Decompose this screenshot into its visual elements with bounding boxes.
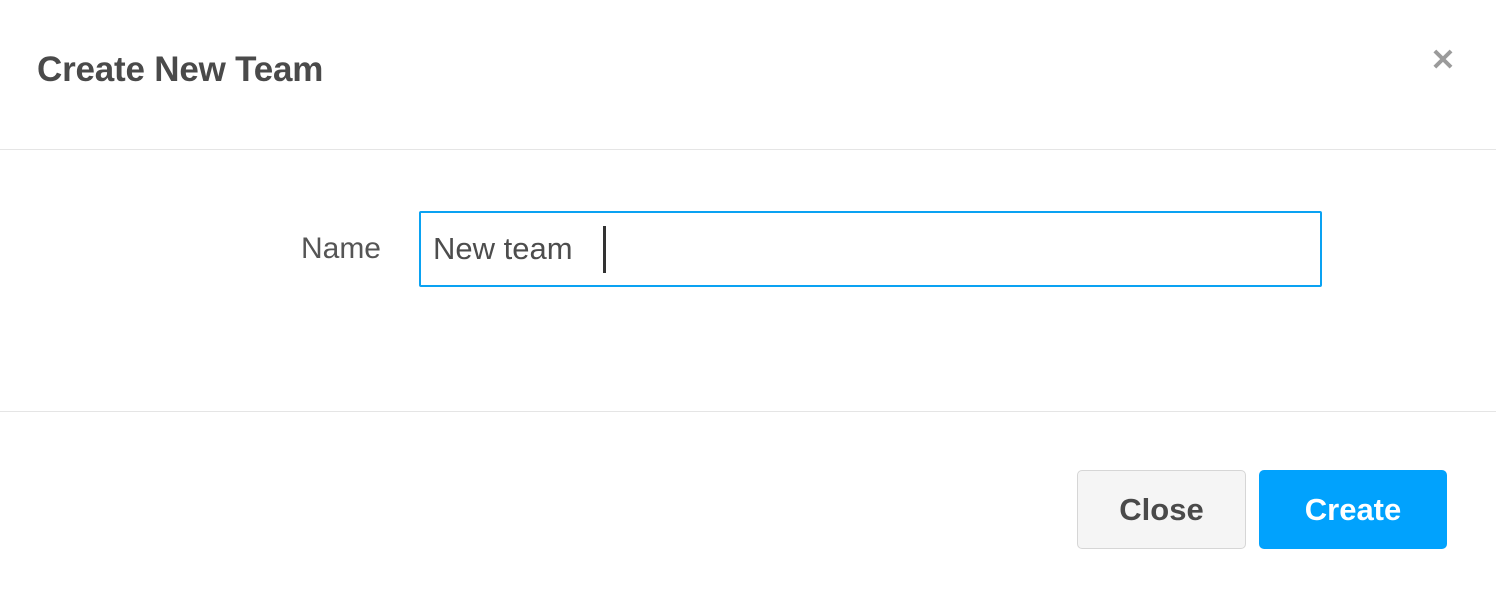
dialog-body: Name (0, 158, 1496, 403)
footer-divider (0, 411, 1496, 412)
create-button[interactable]: Create (1259, 470, 1447, 549)
header-divider (0, 149, 1496, 150)
form-row-name: Name (0, 211, 1496, 287)
close-button[interactable]: Close (1077, 470, 1246, 549)
close-icon[interactable]: ✕ (1426, 44, 1460, 78)
create-new-team-dialog: Create New Team ✕ Name Close Create (0, 0, 1496, 549)
name-field-wrapper (419, 211, 1322, 287)
dialog-footer: Close Create (0, 420, 1496, 598)
dialog-header: Create New Team ✕ (0, 0, 1496, 141)
footer-actions: Close Create (1077, 470, 1447, 549)
dialog-title: Create New Team (37, 50, 324, 89)
name-field-label: Name (300, 232, 381, 265)
name-input[interactable] (419, 211, 1322, 287)
